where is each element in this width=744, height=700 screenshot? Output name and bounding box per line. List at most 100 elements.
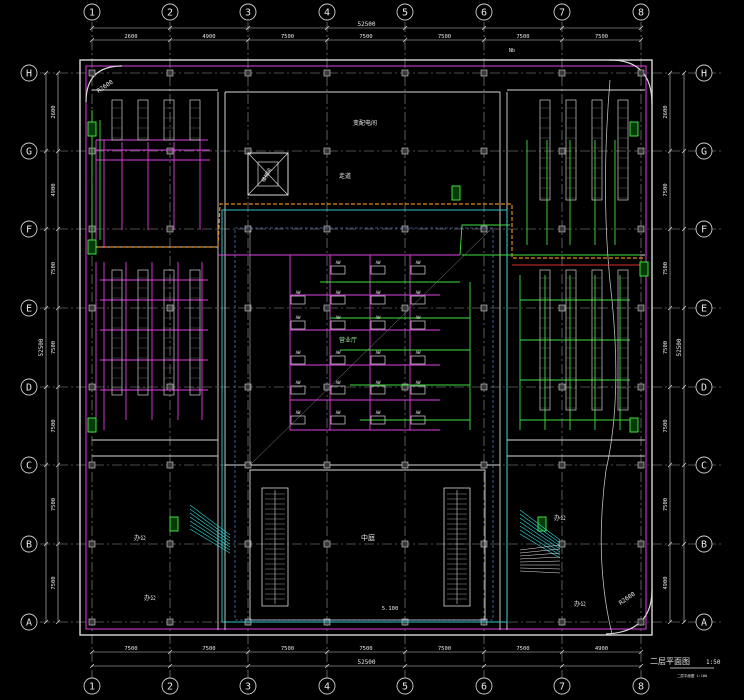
left-dim-tick — [43, 619, 49, 625]
equipment-symbols — [87, 99, 649, 574]
grid-bubble-row — [20, 613, 38, 631]
room-label-left-lower-1: 办公 — [134, 534, 146, 542]
left-dim-seg: 7500 — [51, 576, 57, 589]
top-dim-overall: 52500 — [357, 21, 375, 28]
structural-column — [558, 69, 566, 77]
cyan-conduit-fan — [189, 520, 231, 548]
equipment-box — [290, 295, 306, 305]
equipment-box — [410, 385, 426, 395]
top-dim-seg: 7500 — [516, 34, 529, 40]
equipment-box — [410, 295, 426, 305]
equipment-label: AW — [416, 410, 421, 415]
structural-column — [637, 69, 645, 77]
distribution-panel — [87, 417, 97, 433]
left-dim-tick — [55, 541, 61, 547]
bottom-dim-overall: 52500 — [357, 659, 375, 666]
grid-bubble-row — [695, 142, 713, 160]
grid-bubble-col — [396, 677, 414, 695]
grid-label-row: E — [701, 304, 707, 315]
equipment-box — [410, 320, 426, 330]
equipment-label: AW — [376, 410, 381, 415]
structural-column — [323, 225, 331, 233]
top-dim-tick — [324, 37, 330, 43]
right-dim-tick — [667, 384, 673, 390]
left-dim-tick — [55, 462, 61, 468]
equipment-label: AW — [376, 315, 381, 320]
grid-label-col: 3 — [245, 8, 251, 19]
left-dim-seg: 7500 — [51, 498, 57, 511]
left-dim-tick — [55, 619, 61, 625]
structural-column — [244, 225, 252, 233]
right-dim-tick — [681, 462, 687, 468]
stair-core — [247, 152, 289, 196]
right-dim-tick — [681, 619, 687, 625]
grid-bubble-row — [20, 220, 38, 238]
grid-label-col: 1 — [89, 682, 95, 693]
cabinet-row — [111, 269, 123, 396]
structural-column — [323, 69, 331, 77]
grid-label-col: 7 — [559, 682, 565, 693]
structural-column — [637, 304, 645, 312]
white-leader-fan — [519, 560, 561, 563]
left-dim-seg: 2600 — [51, 105, 57, 118]
structural-column — [558, 383, 566, 391]
equipment-label: AW — [376, 290, 381, 295]
top-dim-tick — [167, 25, 173, 31]
room-label-corridor: 走道 — [339, 172, 351, 180]
structural-column — [166, 383, 174, 391]
structural-column — [244, 461, 252, 469]
left-dim-seg: 4900 — [51, 183, 57, 196]
cabinet-row — [591, 99, 603, 201]
structural-column — [558, 618, 566, 626]
magenta-circuit — [95, 139, 460, 431]
distribution-panel — [87, 239, 97, 255]
outer-wall — [79, 59, 653, 636]
top-dim-seg: 2600 — [124, 34, 137, 40]
equipment-label: AW — [336, 350, 341, 355]
grid-label-col: 5 — [402, 8, 408, 19]
grid-label-row: F — [701, 225, 707, 236]
cyan-conduit-fan — [519, 521, 561, 550]
equipment-box — [370, 385, 386, 395]
cyan-conduit-fan — [519, 525, 561, 553]
green-circuit — [91, 110, 640, 430]
escalator-frame — [261, 487, 289, 607]
bottom-dim-tick — [481, 649, 487, 655]
grid-bubble-col — [161, 3, 179, 21]
cabinet-row — [137, 99, 149, 141]
bottom-dim-seg: 7500 — [438, 646, 451, 652]
grid-bubble-col — [318, 677, 336, 695]
bottom-dim-seg: 4900 — [595, 646, 608, 652]
structural-column — [323, 540, 331, 548]
equipment-label: AW — [336, 315, 341, 320]
structural-column — [401, 147, 409, 155]
left-dim-tick — [55, 148, 61, 154]
left-dim-tick — [43, 226, 49, 232]
grid-label-col: 2 — [167, 682, 173, 693]
structural-column — [244, 383, 252, 391]
bottom-dim-tick — [559, 649, 565, 655]
structural-column — [166, 69, 174, 77]
left-dim-tick — [43, 70, 49, 76]
bottom-dim-tick — [402, 663, 408, 669]
right-dim-overall: 52500 — [676, 338, 683, 356]
axis-grid — [20, 3, 722, 695]
grid-bubble-row — [695, 535, 713, 553]
grid-bubble-col — [475, 3, 493, 21]
structural-column — [166, 225, 174, 233]
structural-column — [637, 461, 645, 469]
white-leader-fan — [519, 552, 561, 557]
grid-label-col: 4 — [324, 8, 330, 19]
equipment-box — [330, 295, 346, 305]
drawing-subtitle: 二层平面图 1:100 — [677, 673, 707, 678]
structural-column — [637, 383, 645, 391]
equipment-box — [370, 415, 386, 425]
left-dim-overall: 52500 — [38, 338, 45, 356]
grid-bubble-row — [695, 64, 713, 82]
equipment-label: AW — [336, 260, 341, 265]
structural-column — [480, 69, 488, 77]
equipment-box — [410, 355, 426, 365]
left-dim-tick — [43, 462, 49, 468]
bottom-dim-seg: 7500 — [202, 646, 215, 652]
